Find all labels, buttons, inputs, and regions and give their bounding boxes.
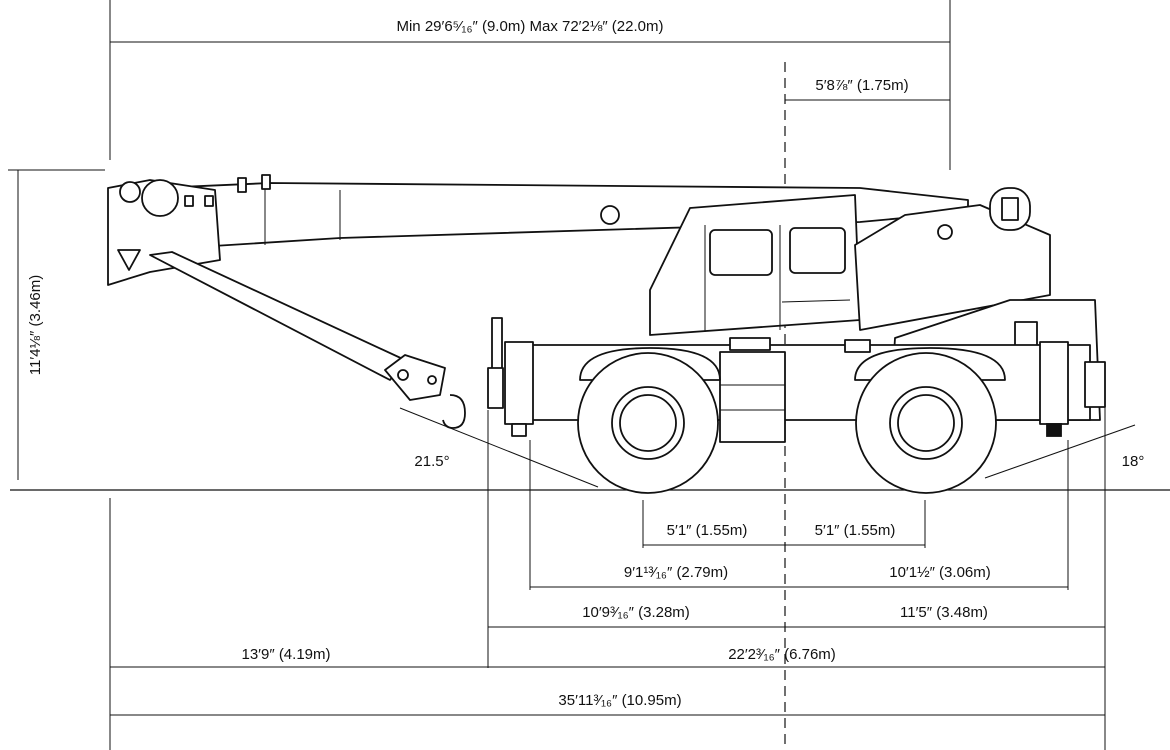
cab-window-rear bbox=[789, 227, 846, 274]
label-front-to-center: 10′9³⁄₁₆″ (3.28m) bbox=[582, 604, 690, 621]
label-front-wheelbase-half: 5′1″ (1.55m) bbox=[667, 522, 748, 539]
hook-block bbox=[384, 354, 446, 401]
label-overall-height: 11′4⅛″ (3.46m) bbox=[27, 275, 44, 375]
sheave-icon bbox=[141, 179, 179, 217]
rear-wheel bbox=[855, 352, 997, 494]
crane-illustration bbox=[107, 174, 1106, 494]
departure-angle-line bbox=[984, 424, 1136, 479]
label-boom-reach: Min 29′6⁵⁄₁₆″ (9.0m) Max 72′2⅛″ (22.0m) bbox=[396, 18, 663, 35]
label-departure-angle: 18° bbox=[1122, 453, 1145, 470]
front-outrigger bbox=[504, 341, 534, 425]
label-front-outrigger: 9′1¹³⁄₁₆″ (2.79m) bbox=[624, 564, 728, 581]
step-ladder bbox=[719, 351, 786, 443]
approach-angle-line bbox=[399, 407, 599, 488]
label-approach-angle: 21.5° bbox=[414, 453, 449, 470]
label-overall-length: 35′11³⁄₁₆″ (10.95m) bbox=[558, 692, 681, 709]
label-rear-overhang: 5′8⅞″ (1.75m) bbox=[815, 77, 908, 94]
rear-outrigger bbox=[1039, 341, 1069, 425]
cab-window-front bbox=[709, 229, 773, 276]
hoist-rope bbox=[149, 251, 406, 381]
label-rear-to-center: 11′5″ (3.48m) bbox=[900, 604, 988, 621]
boom-pin bbox=[600, 205, 620, 225]
label-rear-outrigger: 10′1½″ (3.06m) bbox=[889, 564, 991, 581]
front-wheel bbox=[577, 352, 719, 494]
label-carrier-length: 22′2³⁄₁₆″ (6.76m) bbox=[728, 646, 836, 663]
counterweight-house bbox=[854, 204, 1051, 331]
label-boom-front-overhang: 13′9″ (4.19m) bbox=[242, 646, 331, 663]
label-rear-wheelbase-half: 5′1″ (1.55m) bbox=[815, 522, 896, 539]
hook-icon bbox=[442, 394, 466, 429]
